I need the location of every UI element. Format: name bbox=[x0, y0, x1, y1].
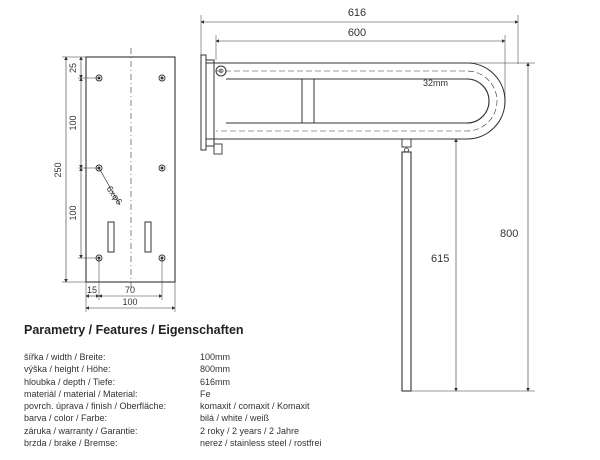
parameter-value: nerez / stainless steel / rostfrei bbox=[200, 438, 322, 449]
dim-plate-hole-spacing-lower: 100 bbox=[68, 205, 78, 220]
parameter-value: 100mm bbox=[200, 352, 231, 362]
plate-slot-left bbox=[107, 221, 115, 253]
grab-bar-drawing: Φ bbox=[200, 15, 535, 392]
dim-plate-width: 100 bbox=[122, 297, 137, 307]
parameter-name: brzda / brake / Bremse: bbox=[24, 438, 118, 449]
mounting-holes bbox=[95, 74, 166, 262]
dim-plate-top-offset: 25 bbox=[68, 63, 78, 73]
parameter-name: povrch. úprava / finish / Oberfläche: bbox=[24, 401, 167, 412]
parameter-name: záruka / warranty / Garantie: bbox=[24, 425, 138, 436]
diameter-symbol: Φ bbox=[218, 69, 224, 76]
bracket-flange bbox=[206, 59, 215, 147]
parameter-value: 800mm bbox=[200, 364, 231, 375]
parameter-row: hloubka / depth / Tiefe: 616mm bbox=[24, 376, 322, 388]
parameter-row: záruka / warranty / Garantie: 2 roky / 2 … bbox=[24, 425, 322, 437]
dim-plate-edge-offset: 15 bbox=[87, 285, 97, 295]
parameter-value: komaxit / comaxit / Komaxit bbox=[200, 401, 310, 412]
parameter-name: barva / color / Farbe: bbox=[24, 413, 108, 424]
dim-leg-height: 615 bbox=[431, 253, 449, 265]
parameter-value: 2 roky / 2 years / 2 Jahre bbox=[200, 425, 300, 436]
mounting-plate-drawing bbox=[62, 48, 176, 312]
parameter-value: Fe bbox=[200, 388, 211, 399]
support-leg bbox=[401, 151, 412, 392]
wall-bracket bbox=[200, 54, 207, 151]
parameter-row: výška / height / Höhe: 800mm bbox=[24, 363, 322, 375]
dim-bar-length: 600 bbox=[348, 27, 366, 39]
dim-total-length: 616 bbox=[348, 7, 366, 19]
section-title: Parametry / Features / Eigenschaften bbox=[24, 323, 244, 337]
tube-inner-edge bbox=[226, 78, 490, 124]
dim-total-height: 800 bbox=[500, 228, 518, 240]
bracket-stop bbox=[213, 143, 223, 155]
dim-plate-hole-spacing-x: 70 bbox=[125, 285, 135, 295]
parameter-row: povrch. úprava / finish / Oberfläche: kom… bbox=[24, 400, 322, 412]
tube-outer-edge bbox=[206, 62, 506, 140]
leg-hinge-pin bbox=[404, 147, 409, 153]
dim-tube-diameter: 32mm bbox=[423, 78, 448, 88]
parameter-value: 616mm bbox=[200, 376, 231, 387]
tube-centerline bbox=[216, 70, 498, 132]
parameter-name: šířka / width / Breite: bbox=[24, 352, 106, 362]
parameter-row: materiál / material / Material: Fe bbox=[24, 388, 322, 400]
leg-hinge bbox=[401, 138, 412, 148]
dim-plate-hole-spacing-upper: 100 bbox=[68, 115, 78, 130]
screw-label: 6xφ6 bbox=[105, 184, 125, 206]
screw-leader-line bbox=[98, 167, 121, 206]
parameter-row: brzda / brake / Bremse: nerez / stainless… bbox=[24, 437, 322, 449]
parameter-value: bilá / white / weiß bbox=[200, 413, 270, 424]
dim-plate-height: 250 bbox=[53, 162, 63, 177]
tube-strut bbox=[301, 78, 315, 124]
parameter-row: šířka / width / Breite: 100mm bbox=[24, 351, 322, 363]
parameter-row: barva / color / Farbe: bilá / white / wei… bbox=[24, 412, 322, 424]
plate-slot-right bbox=[144, 221, 152, 253]
parameter-name: výška / height / Höhe: bbox=[24, 364, 111, 375]
mounting-plate-outline bbox=[85, 56, 176, 283]
parameter-name: hloubka / depth / Tiefe: bbox=[24, 376, 116, 387]
parameter-name: materiál / material / Material: bbox=[24, 388, 138, 399]
